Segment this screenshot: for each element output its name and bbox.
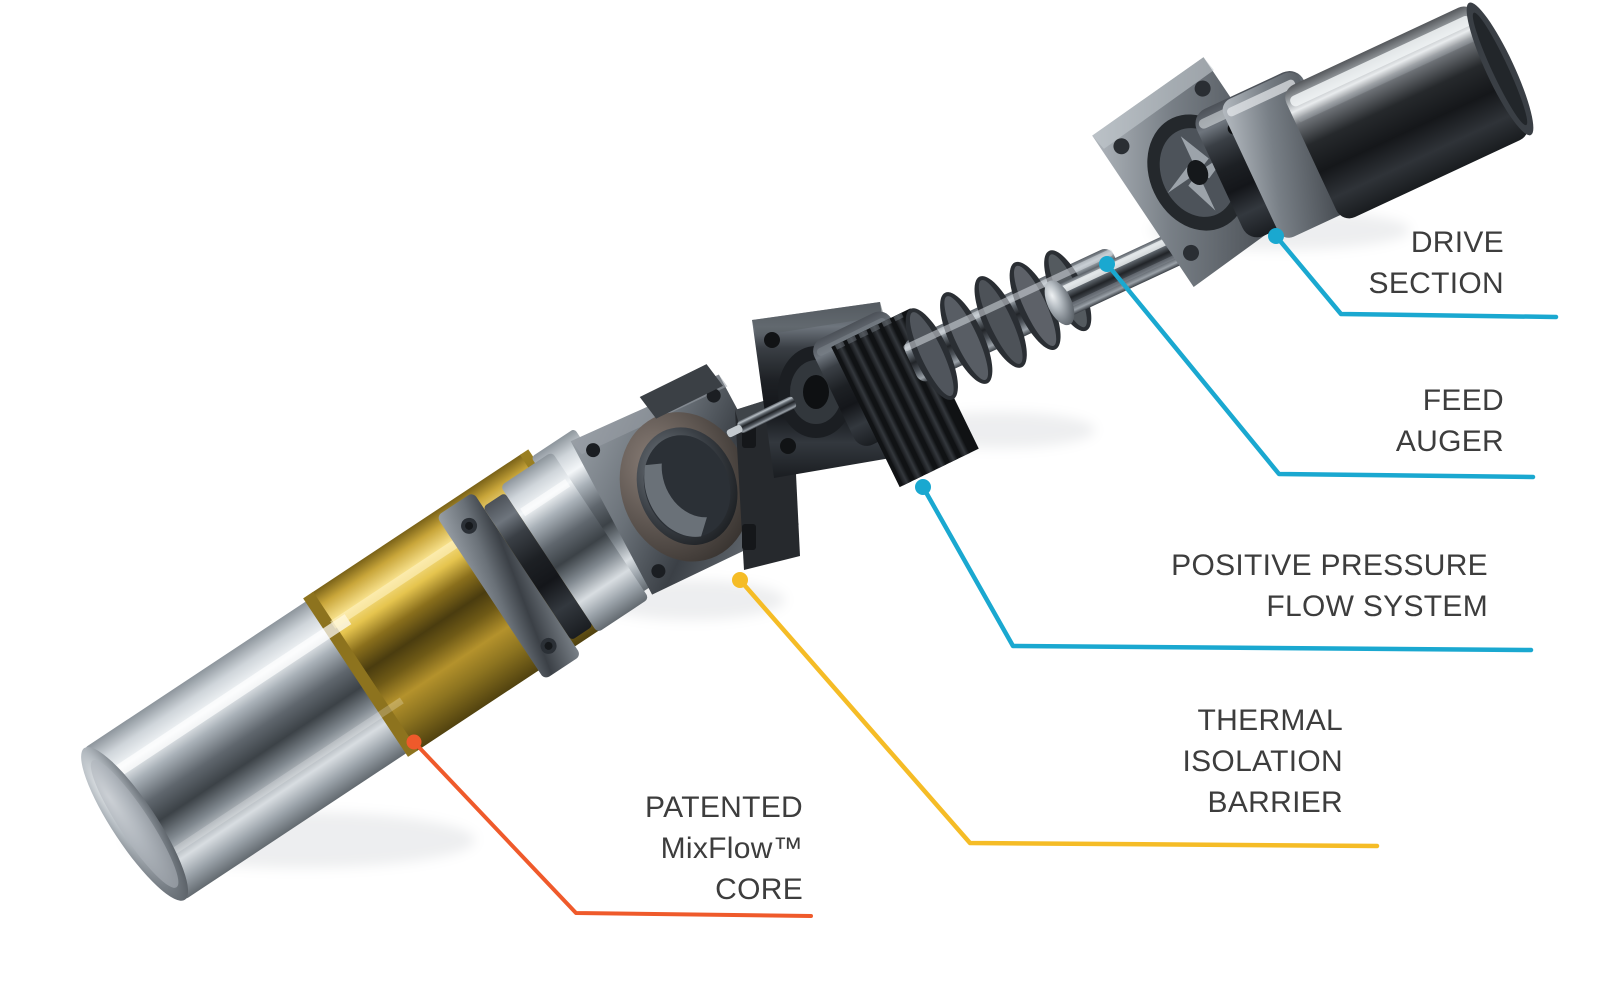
callout-label-drive-section: DRIVE SECTION (1369, 222, 1504, 304)
pressure-flow-block (726, 302, 979, 488)
barrel-core-assembly (81, 430, 669, 901)
drive-section-assembly (1092, 2, 1534, 287)
callout-label-feed-auger: FEED AUGER (1396, 380, 1504, 462)
callout-line: BARRIER (1207, 786, 1343, 819)
callout-line: PATENTED (645, 791, 803, 824)
leader-feed-auger (1099, 256, 1536, 480)
callout-label-positive-pressure-flow-system: POSITIVE PRESSURE FLOW SYSTEM (1171, 545, 1488, 627)
callout-line: FEED (1422, 384, 1504, 417)
callout-line: MixFlow™ (660, 832, 803, 865)
leader-patented-mixflow-core (406, 734, 813, 918)
callout-line: SECTION (1368, 267, 1504, 300)
leader-thermal-isolation-barrier (732, 572, 1380, 849)
callout-label-patented-mixflow-core: PATENTED MixFlow™ CORE (645, 787, 803, 910)
callout-line: CORE (715, 873, 803, 906)
callout-line: DRIVE (1410, 226, 1504, 259)
callout-line: POSITIVE PRESSURE (1171, 549, 1488, 582)
callout-line: THERMAL (1197, 704, 1343, 737)
callout-line: ISOLATION (1182, 745, 1343, 778)
callout-line: AUGER (1395, 425, 1504, 458)
leader-drive-section (1268, 228, 1559, 320)
callout-label-thermal-isolation-barrier: THERMAL ISOLATION BARRIER (1182, 700, 1343, 823)
callout-line: FLOW SYSTEM (1266, 590, 1488, 623)
heat-sink-fins (831, 308, 979, 488)
leader-positive-pressure-flow-system (915, 479, 1534, 653)
